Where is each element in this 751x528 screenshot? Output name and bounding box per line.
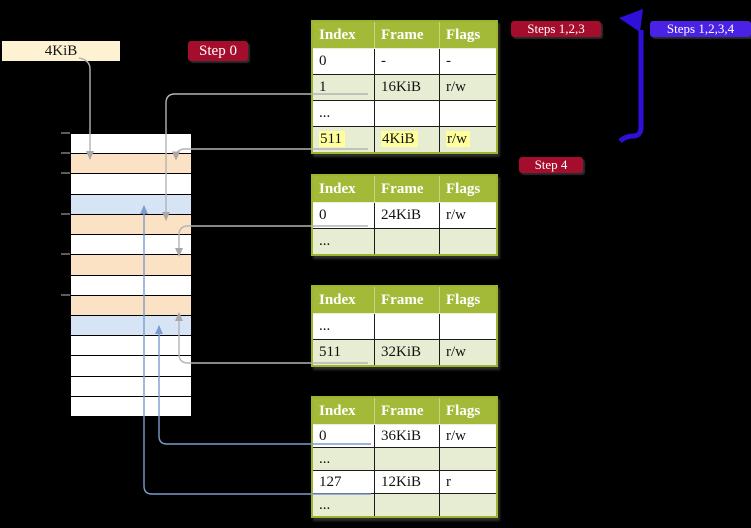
loop-arrow-head — [619, 9, 643, 32]
table-cell — [439, 447, 497, 471]
table-cell: 511 — [312, 339, 375, 366]
column-header-index: Index — [312, 286, 375, 314]
table-cell: 36KiB — [374, 424, 440, 448]
table-cell: - — [439, 48, 497, 75]
memory-row-3 — [71, 174, 191, 195]
memory-row-7 — [71, 255, 191, 276]
table-cell — [374, 493, 440, 517]
column-header-flags: Flags — [439, 286, 497, 314]
table-cell: ... — [312, 493, 375, 517]
badge-steps-1-2-3-4-text: Steps 1,2,3,4 — [666, 21, 735, 36]
memory-row-10 — [71, 315, 191, 337]
table-cell: 0 — [312, 424, 375, 448]
badge-step0-text: Step 0 — [199, 43, 237, 59]
column-header-frame: Frame — [374, 286, 440, 314]
memory-row-1 — [71, 134, 191, 155]
table-cell — [439, 100, 497, 127]
column-header-index: Index — [312, 175, 375, 203]
memory-row-5 — [71, 214, 191, 236]
table-cell: 32KiB — [374, 339, 440, 366]
highlighted-value: r/w — [446, 131, 470, 147]
table-cell: r/w — [439, 202, 497, 229]
memory-row-9 — [71, 295, 191, 316]
badge-steps-1-2-3-text: Steps 1,2,3 — [527, 21, 585, 36]
column-header-flags: Flags — [439, 21, 497, 49]
column-header-flags: Flags — [439, 397, 497, 425]
table-cell — [374, 100, 440, 127]
table-row: ... — [312, 228, 497, 255]
table-cell: - — [374, 48, 440, 75]
memory-ticks — [61, 132, 70, 296]
memory-row-11 — [71, 336, 191, 357]
table-cell: r/w — [439, 339, 497, 366]
column-header-index: Index — [312, 21, 375, 49]
table-cell: r — [439, 470, 497, 494]
table-cell — [374, 228, 440, 255]
table-cell — [439, 313, 497, 340]
memory-column — [70, 133, 192, 417]
table-cell — [374, 447, 440, 471]
table-cell: 1 — [312, 74, 375, 101]
table-row: 511 4KiB r/w — [312, 126, 497, 153]
table-row: ... — [312, 313, 497, 340]
frame-size-label: 4KiB — [2, 41, 120, 61]
badge-step0: Step 0 — [188, 41, 248, 61]
memory-row-13 — [71, 376, 191, 397]
table-cell: r/w — [439, 126, 497, 153]
table-cell — [439, 228, 497, 255]
badge-steps-1-2-3-4: Steps 1,2,3,4 — [650, 21, 751, 37]
table-cell: 0 — [312, 202, 375, 229]
memory-row-12 — [71, 356, 191, 377]
table-cell: 0 — [312, 48, 375, 75]
table-row: ... — [312, 493, 497, 517]
table-cell: 24KiB — [374, 202, 440, 229]
table-cell: 4KiB — [374, 126, 440, 153]
table-row: ... — [312, 100, 497, 127]
badge-step4: Step 4 — [519, 157, 583, 173]
memory-row-6 — [71, 235, 191, 256]
badge-steps-1-2-3: Steps 1,2,3 — [511, 21, 601, 37]
table-cell: ... — [312, 313, 375, 340]
memory-row-4 — [71, 194, 191, 215]
column-header-index: Index — [312, 397, 375, 425]
memory-row-8 — [71, 275, 191, 296]
table-cell: 511 — [312, 126, 375, 153]
column-header-flags: Flags — [439, 175, 497, 203]
memory-row-2 — [71, 154, 191, 175]
table-cell: 12KiB — [374, 470, 440, 494]
table-cell — [374, 313, 440, 340]
loop-arrow — [618, 9, 644, 143]
frame-size-label-text: 4KiB — [44, 43, 78, 59]
highlighted-value: 4KiB — [381, 131, 418, 147]
table-cell — [439, 493, 497, 517]
table-cell: ... — [312, 100, 375, 127]
table-row: 0-- — [312, 48, 497, 75]
table-cell: r/w — [439, 74, 497, 101]
badge-step4-text: Step 4 — [534, 157, 568, 172]
table-cell: 127 — [312, 470, 375, 494]
table-cell: ... — [312, 447, 375, 471]
column-header-frame: Frame — [374, 175, 440, 203]
column-header-frame: Frame — [374, 397, 440, 425]
table-cell: r/w — [439, 424, 497, 448]
memory-row-14 — [71, 396, 191, 417]
table-cell: 16KiB — [374, 74, 440, 101]
column-header-frame: Frame — [374, 21, 440, 49]
table-row: ... — [312, 447, 497, 471]
table-cell: ... — [312, 228, 375, 255]
highlighted-value: 511 — [319, 131, 345, 147]
